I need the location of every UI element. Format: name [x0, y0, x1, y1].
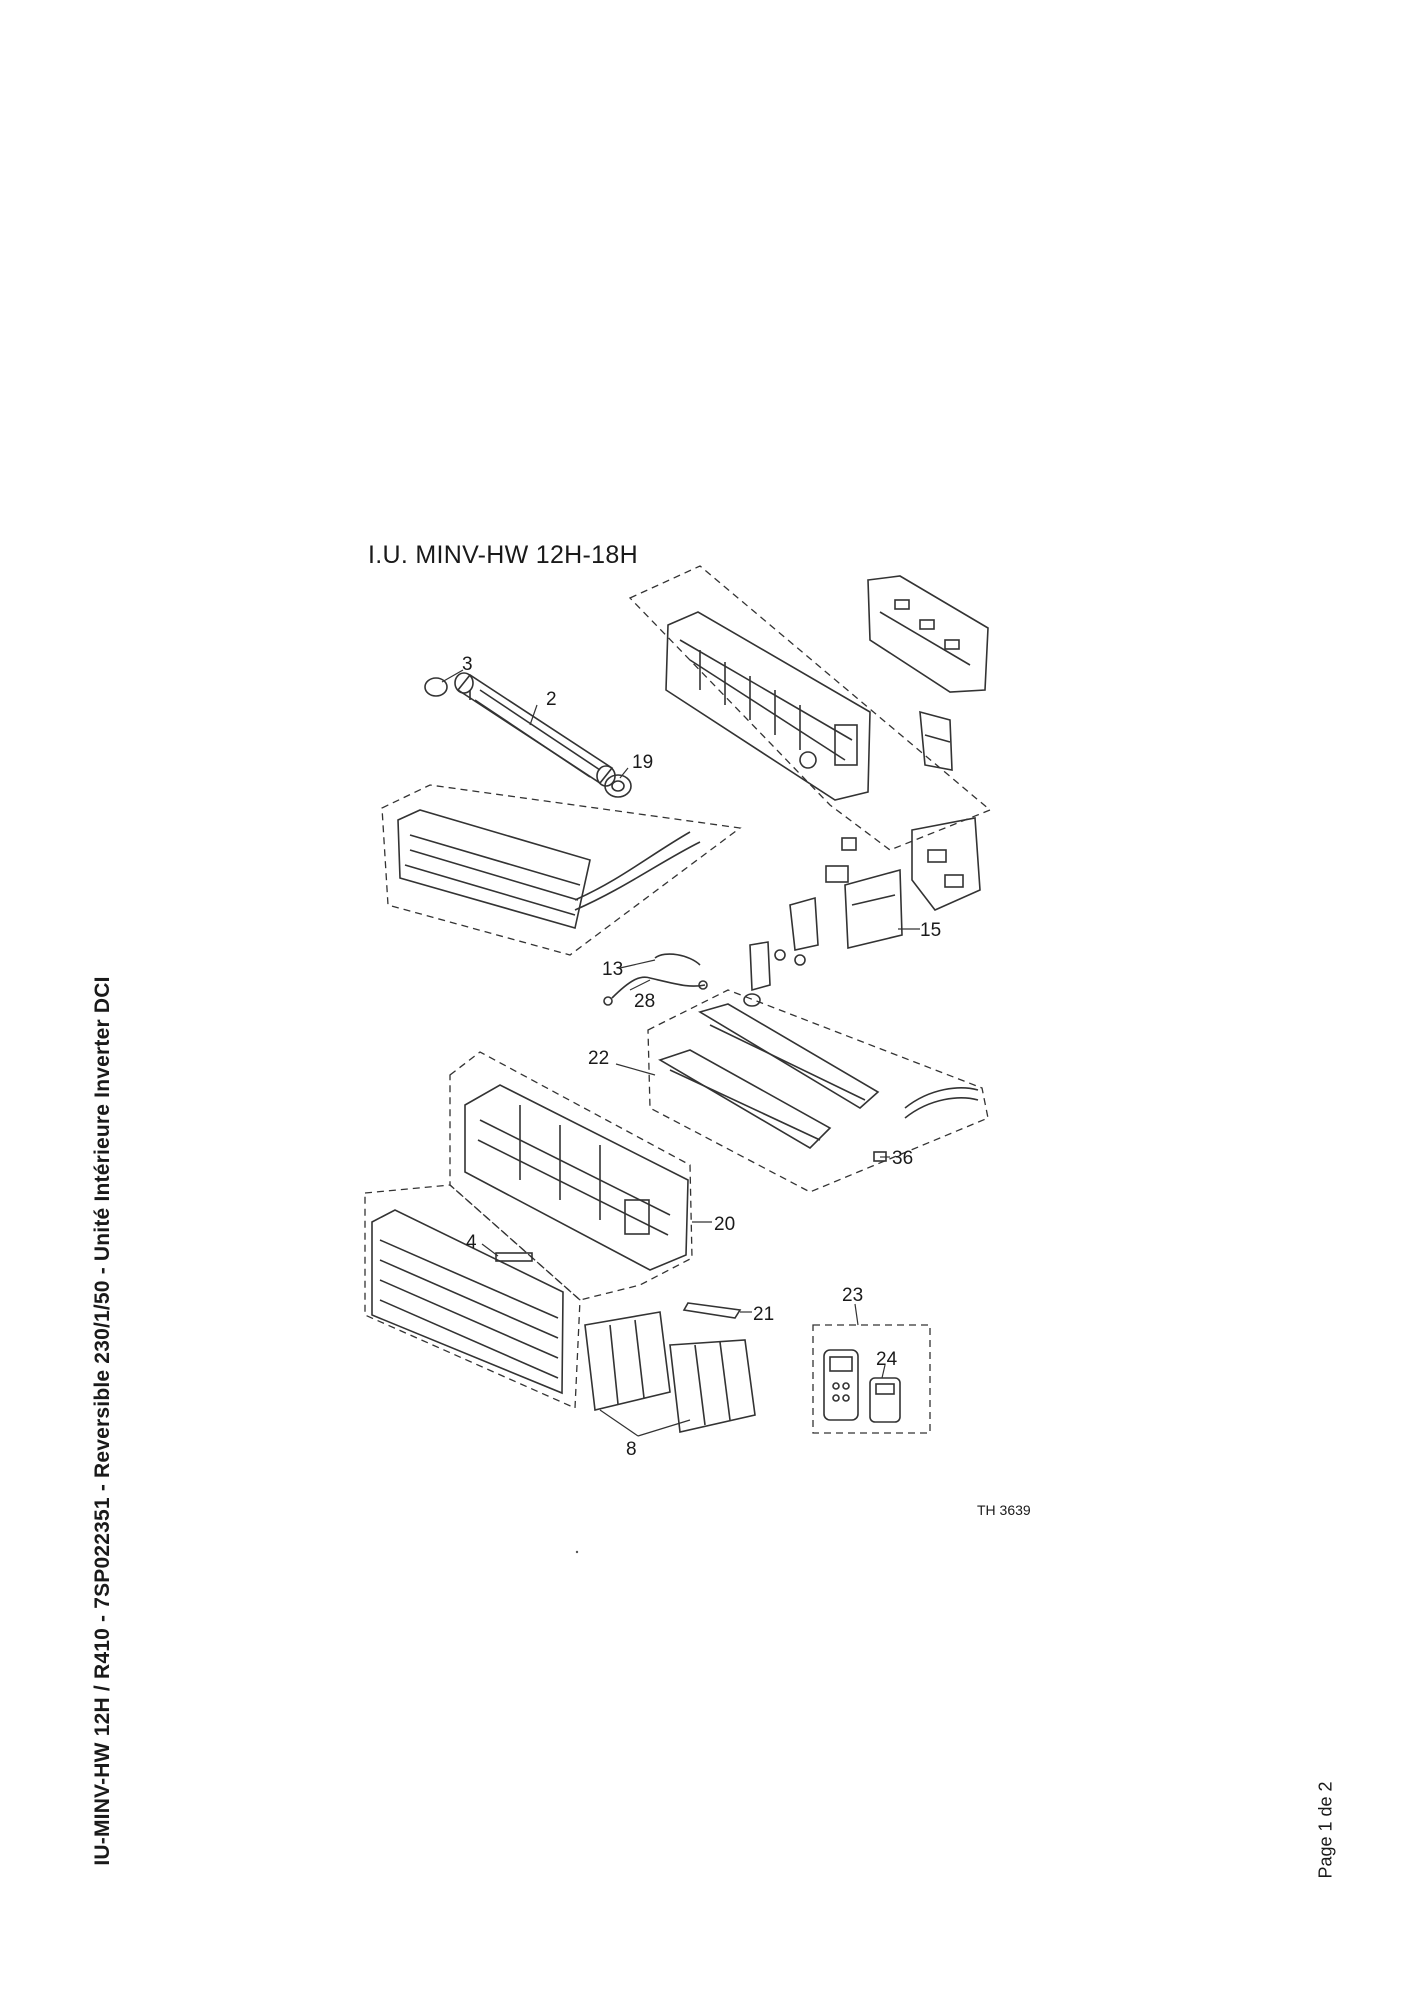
group-box-grille [364, 1184, 581, 1409]
front-grille [371, 1209, 564, 1395]
fan-motor [424, 677, 448, 697]
evaporator-coil [397, 809, 701, 930]
group-box-louver [647, 989, 989, 1193]
remote-control [823, 1349, 859, 1421]
callout-15: 15 [920, 920, 941, 941]
diagram-title: I.U. MINV-HW 12H-18H [368, 541, 638, 569]
reference-code: TH 3639 [977, 1502, 1031, 1518]
callout-21: 21 [753, 1304, 774, 1325]
callout-13: 13 [602, 959, 623, 980]
louver-assembly [658, 993, 880, 1150]
group-box-front-panel [449, 1051, 693, 1301]
callout-2: 2 [546, 689, 557, 710]
remote-holder [869, 1377, 901, 1423]
air-filters [584, 1311, 756, 1433]
callout-20: 20 [714, 1214, 735, 1235]
callout-24: 24 [876, 1349, 898, 1370]
cross-flow-fan [454, 672, 616, 787]
group-box-evaporator [381, 784, 742, 956]
callout-28: 28 [634, 991, 655, 1012]
front-panel [464, 1084, 689, 1271]
part-21 [682, 1302, 742, 1319]
callout-22: 22 [588, 1048, 609, 1069]
bracket [919, 710, 953, 771]
control-board [844, 868, 903, 950]
callout-36: 36 [892, 1148, 913, 1169]
chassis [665, 611, 871, 801]
callout-8: 8 [626, 1439, 637, 1460]
callout-23: 23 [842, 1285, 863, 1306]
sensor-wires [603, 953, 708, 1006]
mounting-plate [867, 575, 989, 693]
drain-hose [904, 1087, 979, 1119]
fan-bearing [604, 774, 632, 798]
stray-dot [575, 1550, 579, 1554]
small-components [749, 837, 857, 992]
callout-3: 3 [462, 654, 473, 675]
electric-box [911, 817, 981, 911]
group-box-housing [628, 565, 992, 851]
callout-4: 4 [466, 1232, 477, 1253]
leader-lines [441, 669, 920, 1437]
group-box-remote [812, 1324, 931, 1434]
callout-19: 19 [632, 752, 653, 773]
